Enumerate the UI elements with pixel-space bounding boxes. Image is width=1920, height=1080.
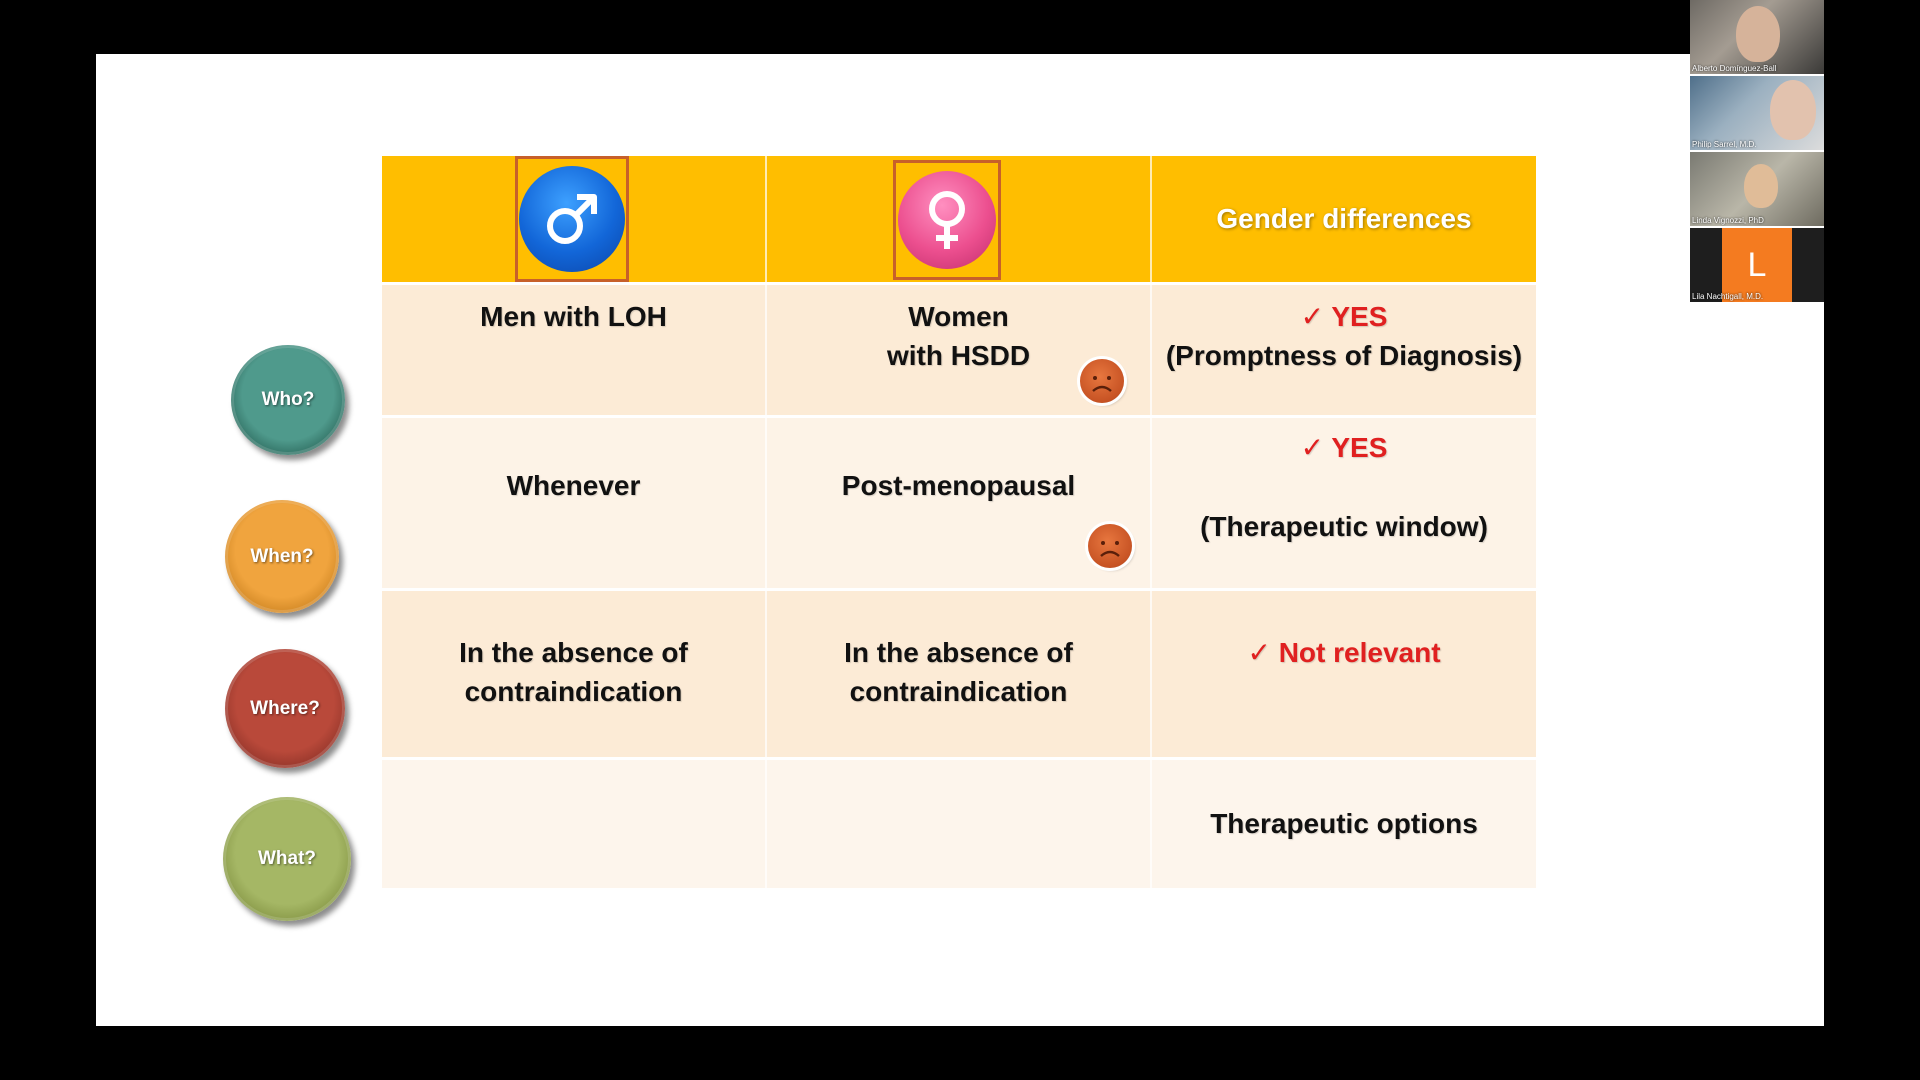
header-cell-gender-differences: Gender differences — [1152, 156, 1536, 282]
cell-text: In the absence of — [844, 637, 1073, 668]
participant-name: Linda Vignozzi, PhD — [1692, 216, 1764, 225]
cell-men-what — [382, 760, 767, 888]
cell-diff-who: ✓ YES (Promptness of Diagnosis) — [1152, 285, 1536, 415]
participant-video-strip[interactable]: Alberto Domínguez-Ball Philip Sarrel, M.… — [1690, 0, 1824, 302]
cell-text: Not relevant — [1278, 637, 1441, 668]
participant-avatar: L — [1722, 228, 1792, 302]
what-bubble: What? — [223, 797, 351, 921]
cell-women-where: In the absence of contraindication — [767, 591, 1152, 757]
header-cell-women — [767, 156, 1152, 282]
table-row: Men with LOH Women with HSDD ✓ YES (Prom… — [382, 282, 1536, 415]
cell-diff-what: Therapeutic options — [1152, 760, 1536, 888]
cell-text: Whenever — [506, 470, 641, 501]
who-label: Who? — [261, 389, 315, 410]
cell-women-who: Women with HSDD — [767, 285, 1152, 415]
cell-men-where: In the absence of contraindication — [382, 591, 767, 757]
female-symbol-icon — [898, 171, 996, 269]
cell-men-who: Men with LOH — [382, 285, 767, 415]
when-bubble: When? — [225, 500, 339, 613]
male-symbol-frame — [515, 156, 629, 282]
participant-tile[interactable]: Alberto Domínguez-Ball — [1690, 0, 1824, 74]
cell-text: Men with LOH — [480, 301, 667, 332]
header-cell-men — [382, 156, 767, 282]
participant-tile[interactable]: L Lila Nachtigall, M.D. — [1690, 228, 1824, 302]
cell-text: (Therapeutic window) — [1200, 511, 1488, 542]
cell-text: with HSDD — [886, 340, 1031, 371]
sad-face-icon — [1088, 524, 1132, 568]
where-label: Where? — [250, 697, 320, 719]
cell-text: YES — [1331, 301, 1388, 332]
participant-name: Lila Nachtigall, M.D. — [1692, 292, 1764, 301]
table-row: Therapeutic options — [382, 757, 1536, 888]
cell-text: In the absence of — [459, 637, 688, 668]
cell-diff-when: ✓ YES (Therapeutic window) — [1152, 418, 1536, 588]
participant-name: Alberto Domínguez-Ball — [1692, 64, 1777, 73]
male-symbol-icon — [519, 166, 625, 272]
female-symbol-frame — [893, 160, 1001, 280]
participant-video — [1744, 164, 1778, 208]
participant-tile[interactable]: Philip Sarrel, M.D. — [1690, 76, 1824, 150]
participant-name: Philip Sarrel, M.D. — [1692, 140, 1757, 149]
cell-text: Therapeutic options — [1210, 808, 1478, 839]
table-row: In the absence of contraindication In th… — [382, 588, 1536, 757]
check-icon: ✓ — [1247, 637, 1271, 668]
comparison-table: Gender differences Men with LOH Women wi… — [382, 156, 1536, 888]
who-bubble: Who? — [231, 345, 345, 455]
check-icon: ✓ — [1300, 432, 1325, 463]
what-label: What? — [257, 848, 317, 869]
cell-text: YES — [1331, 432, 1388, 463]
when-label: When? — [250, 545, 314, 567]
cell-text: Post-menopausal — [841, 470, 1076, 501]
participant-video — [1736, 6, 1780, 62]
table-header-row: Gender differences — [382, 156, 1536, 282]
check-icon: ✓ — [1300, 301, 1325, 332]
cell-text: contraindication — [464, 676, 683, 707]
cell-diff-where: ✓ Not relevant — [1152, 591, 1536, 757]
cell-text: (Promptness of Diagnosis) — [1165, 340, 1523, 371]
participant-tile[interactable]: Linda Vignozzi, PhD — [1690, 152, 1824, 226]
cell-men-when: Whenever — [382, 418, 767, 588]
cell-text: Women — [908, 301, 1009, 332]
cell-women-when: Post-menopausal — [767, 418, 1152, 588]
participant-video — [1770, 80, 1816, 140]
cell-women-what — [767, 760, 1152, 888]
cell-text: contraindication — [849, 676, 1068, 707]
table-row: Whenever Post-menopausal ✓ YES (Therapeu… — [382, 415, 1536, 588]
sad-face-icon — [1080, 359, 1124, 403]
where-bubble: Where? — [225, 649, 345, 768]
